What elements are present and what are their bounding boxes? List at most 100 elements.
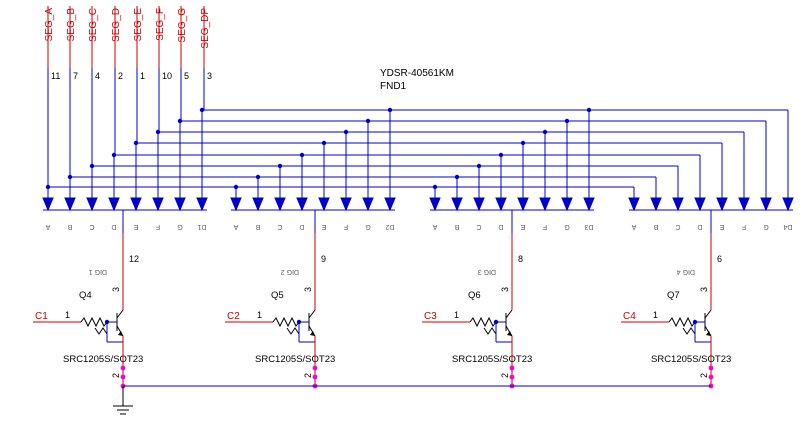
emitter-junction-3-0	[708, 365, 714, 371]
bus-junction-1-7	[387, 107, 393, 113]
diode-1-6	[362, 197, 374, 212]
transistor-ref-3: Q7	[667, 290, 680, 301]
diode-0-4	[130, 197, 142, 212]
emitter-junction-2-0	[509, 365, 515, 371]
diode-label-3-7: D4	[783, 223, 792, 230]
be-resistor-3	[682, 327, 699, 343]
transistor-arrow-0	[118, 331, 123, 336]
segment-label-3: SEG_D	[111, 8, 122, 42]
component-part-number: YDSR-40561KM	[380, 68, 454, 79]
bus-junction-0-6	[177, 118, 183, 124]
diode-label-1-2: C	[277, 223, 282, 230]
diode-0-0	[42, 197, 54, 212]
diode-2-4	[517, 197, 529, 212]
diode-label-0-4: E	[133, 223, 138, 230]
segment-pin-3: 2	[118, 71, 123, 81]
diode-2-7	[583, 197, 595, 212]
transistor-collector-3	[704, 309, 712, 319]
collector-pin-1: 3	[303, 287, 313, 292]
diode-label-0-3: D	[111, 223, 116, 230]
common-pin-0: 12	[129, 254, 139, 264]
be-resistor-2	[483, 327, 500, 343]
transistor-part-1: SRC1205S/SOT23	[255, 354, 335, 365]
diode-label-3-5: F	[742, 223, 746, 230]
emitter-junction-0-0	[120, 365, 126, 371]
collector-pin-3: 3	[699, 287, 709, 292]
bus-junction-0-7	[199, 107, 205, 113]
diode-label-3-0: A	[631, 223, 636, 230]
emitter-pin-0: 2	[111, 373, 121, 378]
diode-label-0-7: D1	[197, 223, 206, 230]
diode-3-7	[782, 197, 794, 212]
diode-0-7	[196, 197, 208, 212]
diode-0-1	[64, 197, 76, 212]
bus-junction-1-4	[321, 140, 327, 146]
transistor-part-3: SRC1205S/SOT23	[651, 354, 731, 365]
diode-label-1-4: E	[321, 223, 326, 230]
bus-junction-1-2	[277, 163, 283, 169]
diode-label-0-0: A	[45, 223, 50, 230]
bus-junction-2-2	[476, 163, 482, 169]
segment-pin-4: 1	[140, 71, 145, 81]
base-resistor-2	[469, 316, 497, 328]
transistor-ref-2: Q6	[468, 290, 481, 301]
base-net-1: C2	[227, 311, 240, 322]
transistor-ref-1: Q5	[271, 290, 284, 301]
diode-3-5	[738, 197, 750, 212]
bus-junction-0-4	[133, 140, 139, 146]
segment-pin-0: 11	[51, 71, 60, 81]
diode-label-2-2: C	[476, 223, 481, 230]
diode-label-0-5: F	[156, 223, 160, 230]
emitter-junction-1-1	[312, 374, 318, 380]
dig-label-3: DIG 4	[677, 268, 695, 275]
bus-junction-0-5	[155, 129, 161, 135]
diode-0-5	[152, 197, 164, 212]
transistor-arrow-3	[706, 331, 711, 336]
emitter-junction-1-0	[312, 365, 318, 371]
base-pin-2: 1	[454, 310, 459, 320]
dig-label-0: DIG 1	[89, 268, 107, 275]
emitter-pin-1: 2	[303, 373, 313, 378]
diode-3-4	[716, 197, 728, 212]
diode-3-0	[628, 197, 640, 212]
transistor-arrow-2	[507, 331, 512, 336]
bus-junction-2-0	[432, 184, 438, 190]
be-resistor-0	[94, 327, 111, 343]
base-pin-0: 1	[65, 310, 70, 320]
transistor-collector-1	[308, 309, 316, 319]
diode-label-3-6: G	[763, 223, 768, 230]
diode-label-0-6: G	[177, 223, 182, 230]
emitter-junction-0-1	[120, 374, 126, 380]
diode-0-2	[86, 197, 98, 212]
diode-label-2-7: D3	[584, 223, 593, 230]
component-reference: FND1	[380, 81, 407, 92]
diode-label-1-0: A	[233, 223, 238, 230]
diode-1-4	[318, 197, 330, 212]
diode-2-5	[539, 197, 551, 212]
segment-label-5: SEG_F	[155, 8, 166, 41]
diode-label-0-1: B	[67, 223, 72, 230]
transistor-part-2: SRC1205S/SOT23	[452, 354, 532, 365]
collector-pin-2: 3	[500, 287, 510, 292]
base-resistor-1	[272, 316, 300, 328]
diode-3-6	[760, 197, 772, 212]
bus-junction-0-3	[111, 152, 117, 158]
transistor-ref-0: Q4	[79, 290, 92, 301]
transistor-collector-2	[505, 309, 513, 319]
diode-1-7	[384, 197, 396, 212]
segment-lines: SEG_A11SEG_B7SEG_C4SEG_D2SEG_E1SEG_F10SE…	[44, 6, 212, 187]
diode-label-1-7: D2	[385, 223, 394, 230]
base-pin-1: 1	[257, 310, 262, 320]
diode-0-6	[174, 197, 186, 212]
bus-junction-1-0	[233, 184, 239, 190]
diode-label-1-1: B	[255, 223, 260, 230]
bus-junction-2-3	[498, 152, 504, 158]
bus-junction-0-2	[89, 163, 95, 169]
diode-3-2	[672, 197, 684, 212]
bus-junction-1-1	[255, 174, 261, 180]
diode-label-3-1: B	[653, 223, 658, 230]
transistor-arrow-1	[310, 331, 315, 336]
bus-junction-1-6	[365, 118, 371, 124]
